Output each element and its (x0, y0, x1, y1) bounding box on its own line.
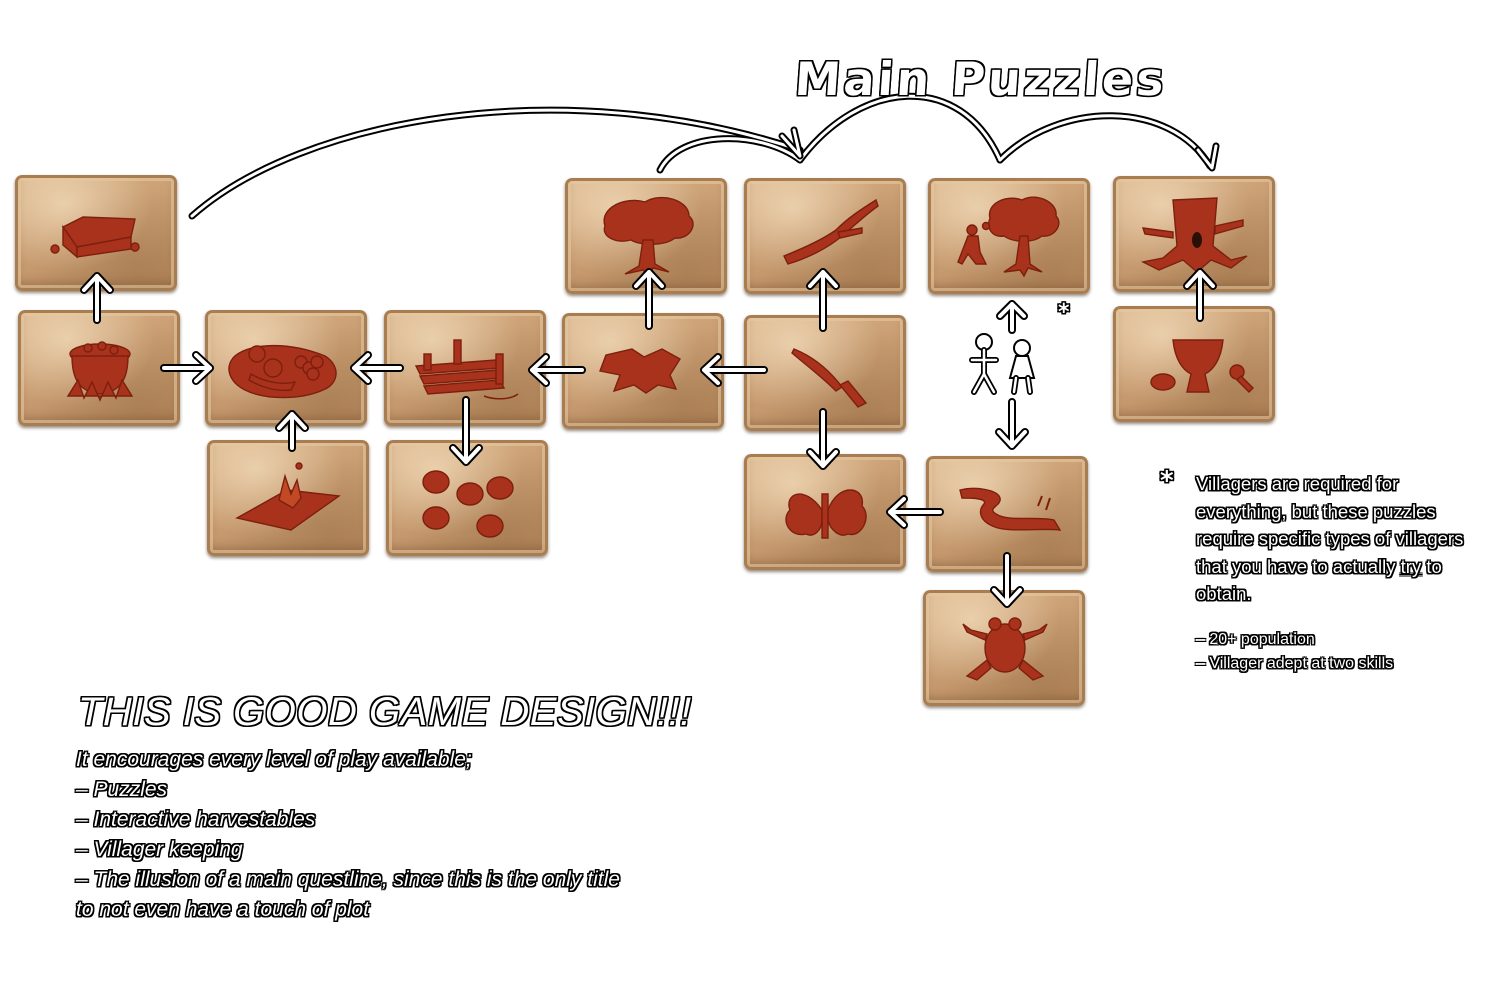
notes-bullet: – The illusion of a main questline, sinc… (76, 868, 620, 891)
tile-mortar (1113, 306, 1275, 422)
requirement-item: – 20+ population (1196, 631, 1315, 648)
villagers-icon (969, 333, 1036, 395)
notes-bullet: – Villager keeping (76, 838, 243, 861)
tile-butterfly (744, 454, 906, 570)
mortar-pestle-icon (1150, 339, 1254, 393)
tile-frog (923, 590, 1085, 706)
tile-hollow-stump (1113, 176, 1275, 292)
footnote-text: Villagers are required for everything, b… (1196, 470, 1486, 608)
frog-icon (962, 617, 1048, 681)
animal-hide-icon (599, 348, 681, 394)
branch-icon (783, 198, 879, 265)
hollow-stump-icon (1140, 197, 1248, 273)
footnote-emphasis: try (1400, 555, 1422, 577)
butterfly-icon (785, 489, 867, 539)
cauldron-icon (66, 341, 134, 402)
notes-intro: It encourages every level of play availa… (76, 748, 472, 771)
river-icon (959, 487, 1062, 531)
fire-pit-icon (235, 462, 341, 531)
chest-icon (50, 216, 140, 259)
villager-requirement-marker: * (1058, 300, 1070, 325)
notes-bullet: to not even have a touch of plot (76, 898, 370, 921)
kneeling-villager-tree-icon (957, 196, 1060, 278)
tile-cauldron (18, 310, 180, 426)
stones-icon (422, 470, 514, 538)
headline: THIS IS GOOD GAME DESIGN!!! (78, 690, 692, 734)
wooden-dock-icon (414, 339, 519, 400)
requirement-item: – Villager adept at two skills (1196, 655, 1394, 672)
notes-bullet: – Puzzles (76, 778, 168, 801)
tile-fire-pit (207, 440, 369, 556)
footnote-requirements: – 20+ population – Villager adept at two… (1196, 628, 1486, 676)
knife-icon (791, 348, 868, 408)
footnote-text-start: Villagers are required for everything, b… (1196, 473, 1464, 577)
design-notes: It encourages every level of play availa… (76, 745, 736, 925)
notes-bullet: – Interactive harvestables (76, 808, 316, 831)
tile-hide (562, 313, 724, 429)
tile-food-platter (205, 310, 367, 426)
arc-kneeling-to-stump (996, 112, 1214, 170)
main-puzzles-title: Main Puzzles (793, 52, 1169, 106)
food-platter-icon (228, 344, 337, 399)
tile-kneeling-tree (928, 178, 1090, 294)
tree-icon (603, 197, 694, 278)
footnote-text-end: to obtain. (1196, 555, 1442, 605)
footnote-marker: * (1160, 466, 1174, 496)
tile-chest (15, 175, 177, 291)
